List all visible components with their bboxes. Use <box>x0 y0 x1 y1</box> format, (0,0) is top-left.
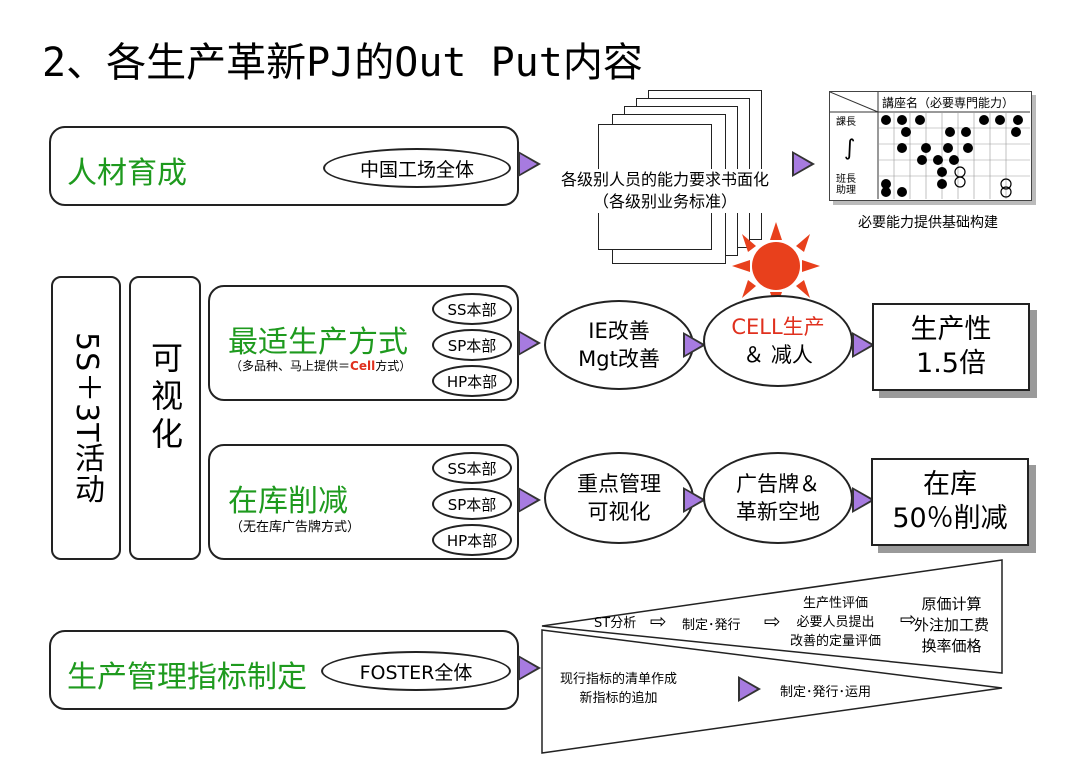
productivity-result-line2: 1.5倍 <box>916 348 986 379</box>
kanban-ellipse: 广告牌＆ 革新空地 <box>703 452 853 544</box>
ie-improvement-line1: IE改善 <box>588 319 650 343</box>
matrix-row-mid: ∫ <box>844 136 856 161</box>
indicator-list: 现行指标的清单作成 新指标的追加 <box>560 670 677 708</box>
foster-scope-ellipse: FOSTER全体 <box>321 651 511 691</box>
inventory-result-box: 在库 50％削减 <box>871 458 1029 546</box>
competency-matrix: 講座名（必要専門能力） 課長 ∫ 班長 助理 <box>829 91 1032 201</box>
productivity-result-box: 生产性 1.5倍 <box>872 303 1030 391</box>
cell-production-line1: CELL生产 <box>731 315 825 339</box>
productivity-eval-line1: 生产性评価 <box>803 596 869 611</box>
cell-production-ellipse: CELL生产 ＆ 减人 <box>703 295 853 387</box>
indicator-list-line2: 新指标的追加 <box>579 691 658 706</box>
matrix-grid-icon <box>830 92 1030 199</box>
visualization-label: 可视化 <box>146 341 184 455</box>
cell-production-line2: ＆ 减人 <box>743 343 813 367</box>
matrix-header: 講座名（必要専門能力） <box>882 96 1015 110</box>
key-management-line1: 重点管理 <box>577 472 661 496</box>
dept-hp: HP本部 <box>432 524 512 556</box>
kanban-line2: 革新空地 <box>736 500 820 524</box>
productivity-eval-line3: 改善的定量评価 <box>790 634 882 649</box>
sub-prefix: （多品种、马上提供＝ <box>230 359 351 373</box>
dept-label: SS本部 <box>447 300 497 319</box>
optimal-production-box: 最适生产方式 （多品种、马上提供＝Cell方式） SS本部 SP本部 HP本部 <box>208 285 519 401</box>
productivity-eval: 生产性评価 必要人员提出 改善的定量评価 <box>790 594 881 651</box>
doc-text: 各级别人员的能力要求书面化 （各级别业务标准） <box>540 169 790 213</box>
ie-improvement-ellipse: IE改善 Mgt改善 <box>544 300 694 390</box>
foster-scope-label: FOSTER全体 <box>359 661 473 684</box>
matrix-row-bottom: 班長 助理 <box>836 174 856 196</box>
matrix-row-top: 課長 <box>836 117 856 128</box>
inventory-reduction-sub: （无在库广告牌方式） <box>230 520 361 535</box>
cost-calc-line1: 原価计算 <box>921 595 982 613</box>
issue-step: 制定･発行 <box>682 618 741 633</box>
doc-text-line2: （各级别业务标准） <box>592 192 737 211</box>
cost-calculation: 原価计算 外注加工费 换率価格 <box>914 594 989 657</box>
dept-label: SS本部 <box>447 459 497 478</box>
scope-label: 中国工场全体 <box>359 158 474 181</box>
st-analysis: ST分析 <box>594 616 637 631</box>
cost-calc-line3: 换率価格 <box>921 637 982 655</box>
sub-suffix: 方式） <box>375 359 412 373</box>
dept-label: SP本部 <box>447 495 497 514</box>
optimal-production-sub: （多品种、马上提供＝Cell方式） <box>230 357 411 374</box>
cost-calc-line2: 外注加工费 <box>914 616 990 634</box>
hollow-arrow-icon: ⇨ <box>650 609 667 633</box>
matrix-caption: 必要能力提供基础构建 <box>858 215 998 231</box>
kanban-line1: 广告牌＆ <box>736 472 820 496</box>
hollow-arrow-icon: ⇨ <box>764 609 781 633</box>
inventory-reduction-box: 在库削减 （无在库广告牌方式） SS本部 SP本部 HP本部 <box>208 444 519 560</box>
kpi-definition-box: 生产管理指标制定 FOSTER全体 <box>49 630 519 710</box>
visualization-column: 可视化 <box>129 276 201 560</box>
dept-label: SP本部 <box>447 336 497 355</box>
key-management-ellipse: 重点管理 可视化 <box>544 452 694 544</box>
dept-ss: SS本部 <box>432 293 512 325</box>
page-title: 2、各生产革新PJ的Out Put内容 <box>42 40 643 86</box>
inventory-reduction-label: 在库削减 <box>228 484 348 519</box>
talent-development-box: 人材育成 中国工场全体 <box>49 126 519 206</box>
issue-operate-step: 制定･発行･运用 <box>780 685 872 700</box>
inventory-result-line2: 50％削减 <box>892 503 1008 534</box>
talent-development-label: 人材育成 <box>67 156 187 191</box>
dept-label: HP本部 <box>446 372 498 391</box>
indicator-list-line1: 现行指标的清单作成 <box>560 672 678 687</box>
activity-column: 5S＋3T活动 <box>51 276 121 560</box>
productivity-eval-line2: 必要人员提出 <box>796 615 875 630</box>
roadmap-wedges <box>541 559 1003 754</box>
dept-sp: SP本部 <box>432 488 512 520</box>
inventory-result-line1: 在库 <box>923 469 977 500</box>
scope-ellipse: 中国工场全体 <box>323 148 511 188</box>
optimal-production-label: 最适生产方式 <box>228 325 408 360</box>
dept-hp: HP本部 <box>432 365 512 397</box>
ie-improvement-line2: Mgt改善 <box>578 347 660 371</box>
dept-ss: SS本部 <box>432 452 512 484</box>
dept-sp: SP本部 <box>432 329 512 361</box>
key-management-line2: 可视化 <box>587 500 651 524</box>
kpi-definition-label: 生产管理指标制定 <box>67 660 307 695</box>
sub-highlight: Cell <box>350 359 376 373</box>
activity-label: 5S＋3T活动 <box>69 331 104 505</box>
dept-label: HP本部 <box>446 531 498 550</box>
doc-text-line1: 各级别人员的能力要求书面化 <box>560 170 769 189</box>
hollow-arrow-icon: ⇨ <box>900 607 917 631</box>
productivity-result-line1: 生产性 <box>910 314 992 345</box>
